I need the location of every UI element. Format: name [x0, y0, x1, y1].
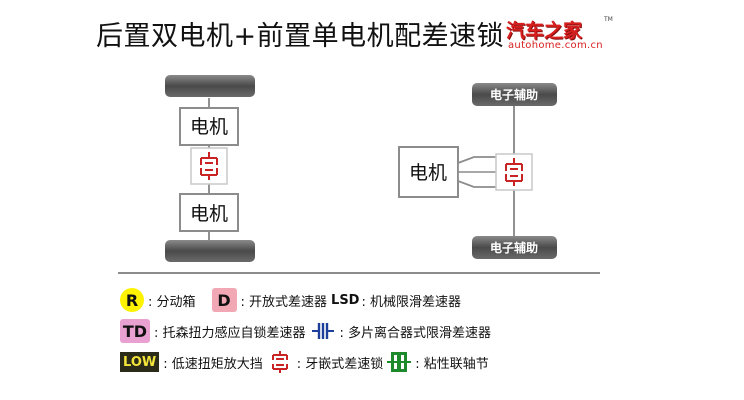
legend-lsd-label: LSD: [331, 292, 360, 308]
left-drivetrain: 电机 电机: [165, 75, 255, 262]
legend-td-text: : 托森扭力感应自锁差速器: [154, 325, 306, 341]
right-motor-box: [398, 146, 459, 198]
legend-r-text: : 分动箱: [148, 294, 196, 310]
legend-lsd-text: : 机械限滑差速器: [361, 294, 461, 310]
left-dog-lock-icon: [190, 147, 228, 185]
right-drivetrain: 电子辅助 电子辅助 电机: [398, 83, 557, 259]
legend-low-text: : 低速扭矩放大挡: [163, 356, 263, 372]
legend-row-3: LOW : 低速扭矩放大挡 : 牙嵌式差速锁 : 粘性联轴节: [120, 348, 489, 376]
logo-tm: TM: [604, 16, 613, 23]
legend-d-text: : 开放式差速器: [240, 294, 328, 310]
logo-name: 汽车之家: [506, 20, 583, 42]
legend-r-badge: R: [120, 288, 144, 312]
legend-low-badge: LOW: [120, 352, 160, 372]
legend-row-2: TD : 托森扭力感应自锁差速器 : 多片离合器式限滑差速器: [120, 317, 491, 345]
logo-url: autohome.com.cn: [508, 40, 603, 51]
right-bottom-aux-label: 电子辅助: [490, 240, 538, 255]
left-top-tire: [165, 75, 255, 97]
left-top-motor-label: 电机: [190, 116, 228, 138]
right-top-aux-label: 电子辅助: [490, 87, 538, 102]
left-bottom-motor-box: [179, 193, 239, 232]
legend-td-badge: TD: [120, 319, 150, 343]
legend-d-badge: D: [211, 288, 237, 312]
right-bottom-aux: [472, 236, 557, 259]
legend-multiplate-text: : 多片离合器式限滑差速器: [339, 325, 492, 341]
right-motor-label: 电机: [409, 162, 447, 184]
multiplate-clutch-icon: [311, 323, 334, 339]
legend-dog-text: : 牙嵌式差速锁: [296, 356, 384, 372]
left-bottom-tire: [165, 240, 255, 262]
autohome-logo: 汽车之家 TM autohome.com.cn: [506, 16, 613, 56]
viscous-coupling-icon: [387, 352, 412, 372]
left-bottom-motor-label: 电机: [190, 203, 228, 225]
legend-row-1: R : 分动箱 D : 开放式差速器 LSD : 机械限滑差速器: [120, 286, 461, 314]
legend-viscous-text: : 粘性联轴节: [415, 356, 489, 372]
page-title: 后置双电机+前置单电机配差速锁: [96, 21, 505, 52]
left-top-motor-box: [179, 107, 239, 146]
right-top-aux: [472, 83, 557, 106]
right-dog-lock-icon: [495, 153, 533, 191]
dog-lock-icon: [271, 351, 288, 373]
